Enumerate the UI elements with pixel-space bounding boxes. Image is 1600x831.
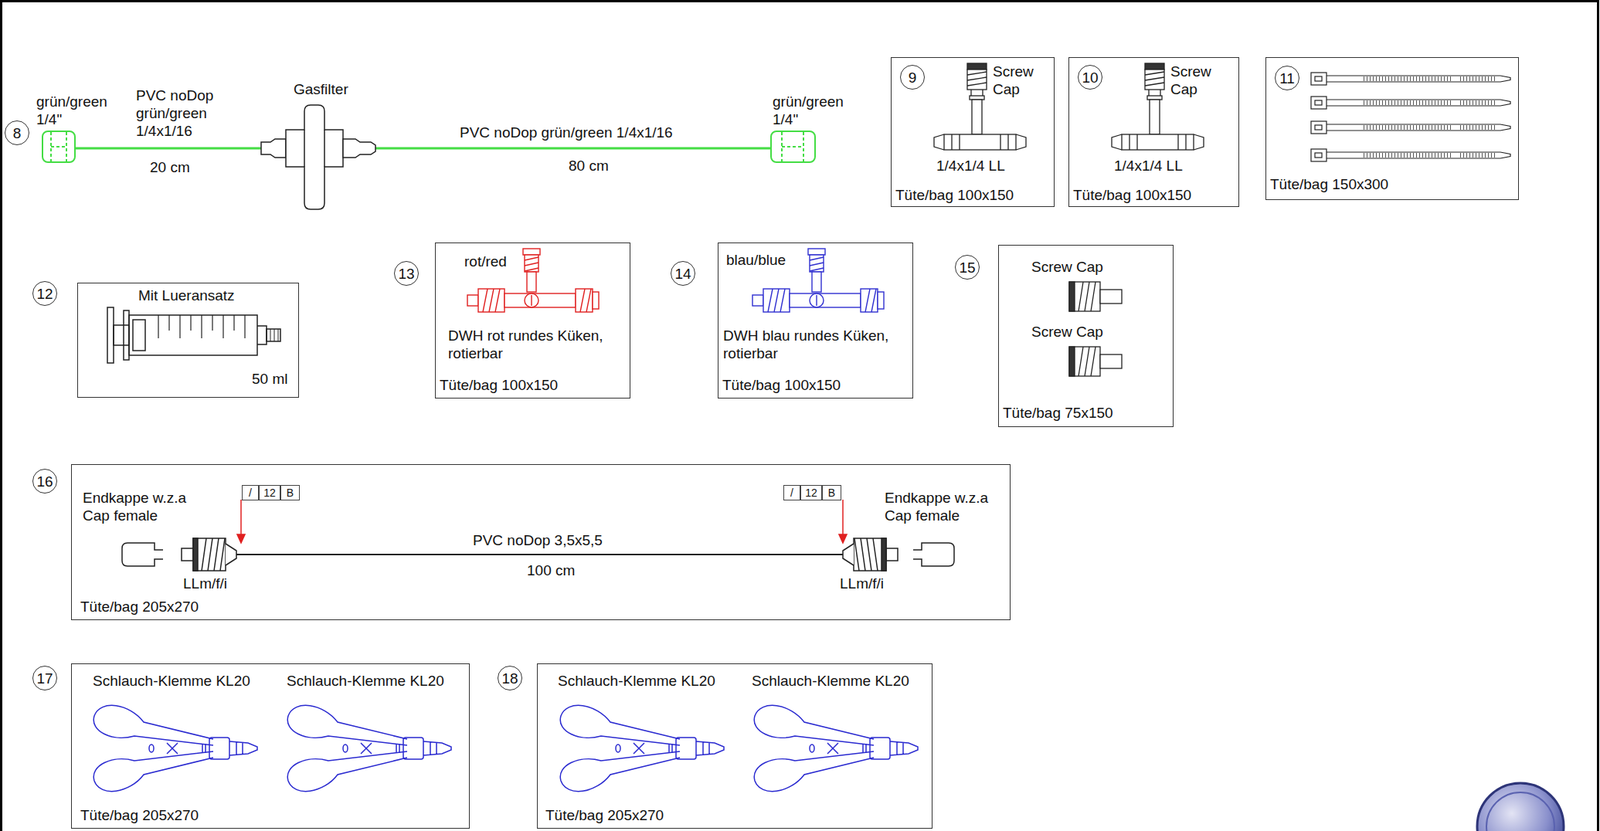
parts-box: Mit Lueransatz 50 ml <box>77 282 299 398</box>
part-text: 50 ml <box>251 370 288 388</box>
part-text: DWH rot rundes Küken, rotierbar <box>448 326 626 363</box>
table-cell: / <box>783 485 801 501</box>
part-text: Tüte/bag 100x150 <box>439 376 558 395</box>
part-text: rot/red <box>464 252 507 271</box>
table-cell: B <box>280 485 300 501</box>
part-text: Tüte/bag 100x150 <box>1073 186 1192 204</box>
syringe <box>107 307 281 364</box>
parts-box: Tüte/bag 150x300 11 <box>1265 57 1519 201</box>
part-text: 1/4x1/4 LL <box>936 156 1006 175</box>
callout-number: 17 <box>36 669 53 688</box>
callout-number: 9 <box>908 68 918 87</box>
callout-circle: 8 <box>4 120 30 146</box>
callout-circle: 16 <box>32 468 58 494</box>
part-text: Endkappe w.z.a Cap female <box>82 489 199 525</box>
part-text: Tüte/bag 205x270 <box>80 806 199 825</box>
part-text: LLm/f/i <box>183 574 228 593</box>
callout-number: 16 <box>36 472 53 491</box>
part-label: 80 cm <box>568 156 609 175</box>
parts-box: Schlauch-Klemme KL20 Schlauch-Klemme KL20… <box>71 663 470 829</box>
callout-number: 13 <box>397 264 415 283</box>
part-text: Tüte/bag 100x150 <box>895 186 1014 204</box>
part-text: Screw Cap <box>1031 258 1104 276</box>
part-text: Tüte/bag 205x270 <box>545 806 664 825</box>
table-cell: 12 <box>258 485 281 501</box>
part-text: Schlauch-Klemme KL20 <box>286 672 445 690</box>
part-text: DWH blau rundes Küken, rotierbar <box>723 326 909 363</box>
table-cell: B <box>822 485 842 501</box>
part-text: Screw Cap <box>1031 322 1104 341</box>
part-label: 20 cm <box>149 158 191 177</box>
callout-number: 11 <box>1279 69 1295 88</box>
callout-circle: 11 <box>1274 65 1300 91</box>
callout-circle: 13 <box>394 261 419 286</box>
cable-ties <box>1311 72 1511 162</box>
parts-box: Schlauch-Klemme KL20 Schlauch-Klemme KL20… <box>536 663 933 829</box>
callout-circle: 17 <box>32 665 58 691</box>
callout-number: 14 <box>674 264 691 283</box>
part-text: blau/blue <box>726 251 786 269</box>
callout-circle: 15 <box>954 254 980 280</box>
part-text: 100 cm <box>526 561 575 580</box>
parts-box: blau/blueDWH blau rundes Küken, rotierba… <box>717 242 914 399</box>
part-text: LLm/f/i <box>839 574 884 593</box>
callout-number: 15 <box>958 258 975 277</box>
parts-box: rot/redDWH rot rundes Küken, rotierbarTü… <box>434 242 631 399</box>
part-text: Schlauch-Klemme KL20 <box>92 672 251 690</box>
parts-box: Screw Cap 1/4x1/4 LL Tüte/bag 100x150 10 <box>1068 57 1240 208</box>
part-text: Schlauch-Klemme KL20 <box>557 672 716 690</box>
part-text: Tüte/bag 100x150 <box>722 376 841 395</box>
part-text: Endkappe w.z.a Cap female <box>884 489 1001 525</box>
part-text: Screw Cap <box>992 62 1051 99</box>
part-label: PVC noDop grün/green 1/4x1/16 <box>459 123 673 142</box>
callout-circle: 18 <box>497 665 523 691</box>
callout-number: 12 <box>36 285 53 303</box>
table-cell: 12 <box>800 485 823 501</box>
part-text: Tüte/bag 75x150 <box>1002 404 1114 422</box>
gas-filter <box>261 105 376 210</box>
logo <box>1477 783 1564 831</box>
part-label: grün/green 1/4" <box>36 92 122 129</box>
part-label: grün/green 1/4" <box>772 92 858 129</box>
hose-clamps <box>93 705 918 792</box>
part-text: Screw Cap <box>1170 62 1229 99</box>
part-label: PVC noDop grün/green 1/4x1/16 <box>135 86 233 140</box>
part-text: PVC noDop 3,5x5,5 <box>472 531 603 550</box>
parts-box: Screw CapScrew CapTüte/bag 75x150 <box>998 244 1174 428</box>
callout-number: 10 <box>1081 68 1098 87</box>
part-label: Gasfilter <box>293 80 349 99</box>
callout-circle: 14 <box>670 261 696 286</box>
part-text: Schlauch-Klemme KL20 <box>751 672 910 690</box>
callout-circle: 10 <box>1077 64 1103 90</box>
part-text: 1/4x1/4 LL <box>1114 156 1183 175</box>
part-text: Mit Lueransatz <box>138 286 235 305</box>
part-text: Tüte/bag 205x270 <box>80 597 199 616</box>
callout-circle: 12 <box>32 281 58 306</box>
callout-number: 18 <box>501 669 518 688</box>
part-text: Tüte/bag 150x300 <box>1270 175 1389 194</box>
table-cell: / <box>241 485 259 501</box>
logo-ring <box>1486 792 1555 831</box>
callout-number: 8 <box>13 124 22 143</box>
parts-box: Endkappe w.z.a Cap femaleLLm/f/i/12BPVC … <box>71 464 1011 621</box>
parts-box: Screw Cap 1/4x1/4 LL Tüte/bag 100x150 9 <box>890 57 1055 208</box>
callout-circle: 9 <box>900 64 925 90</box>
